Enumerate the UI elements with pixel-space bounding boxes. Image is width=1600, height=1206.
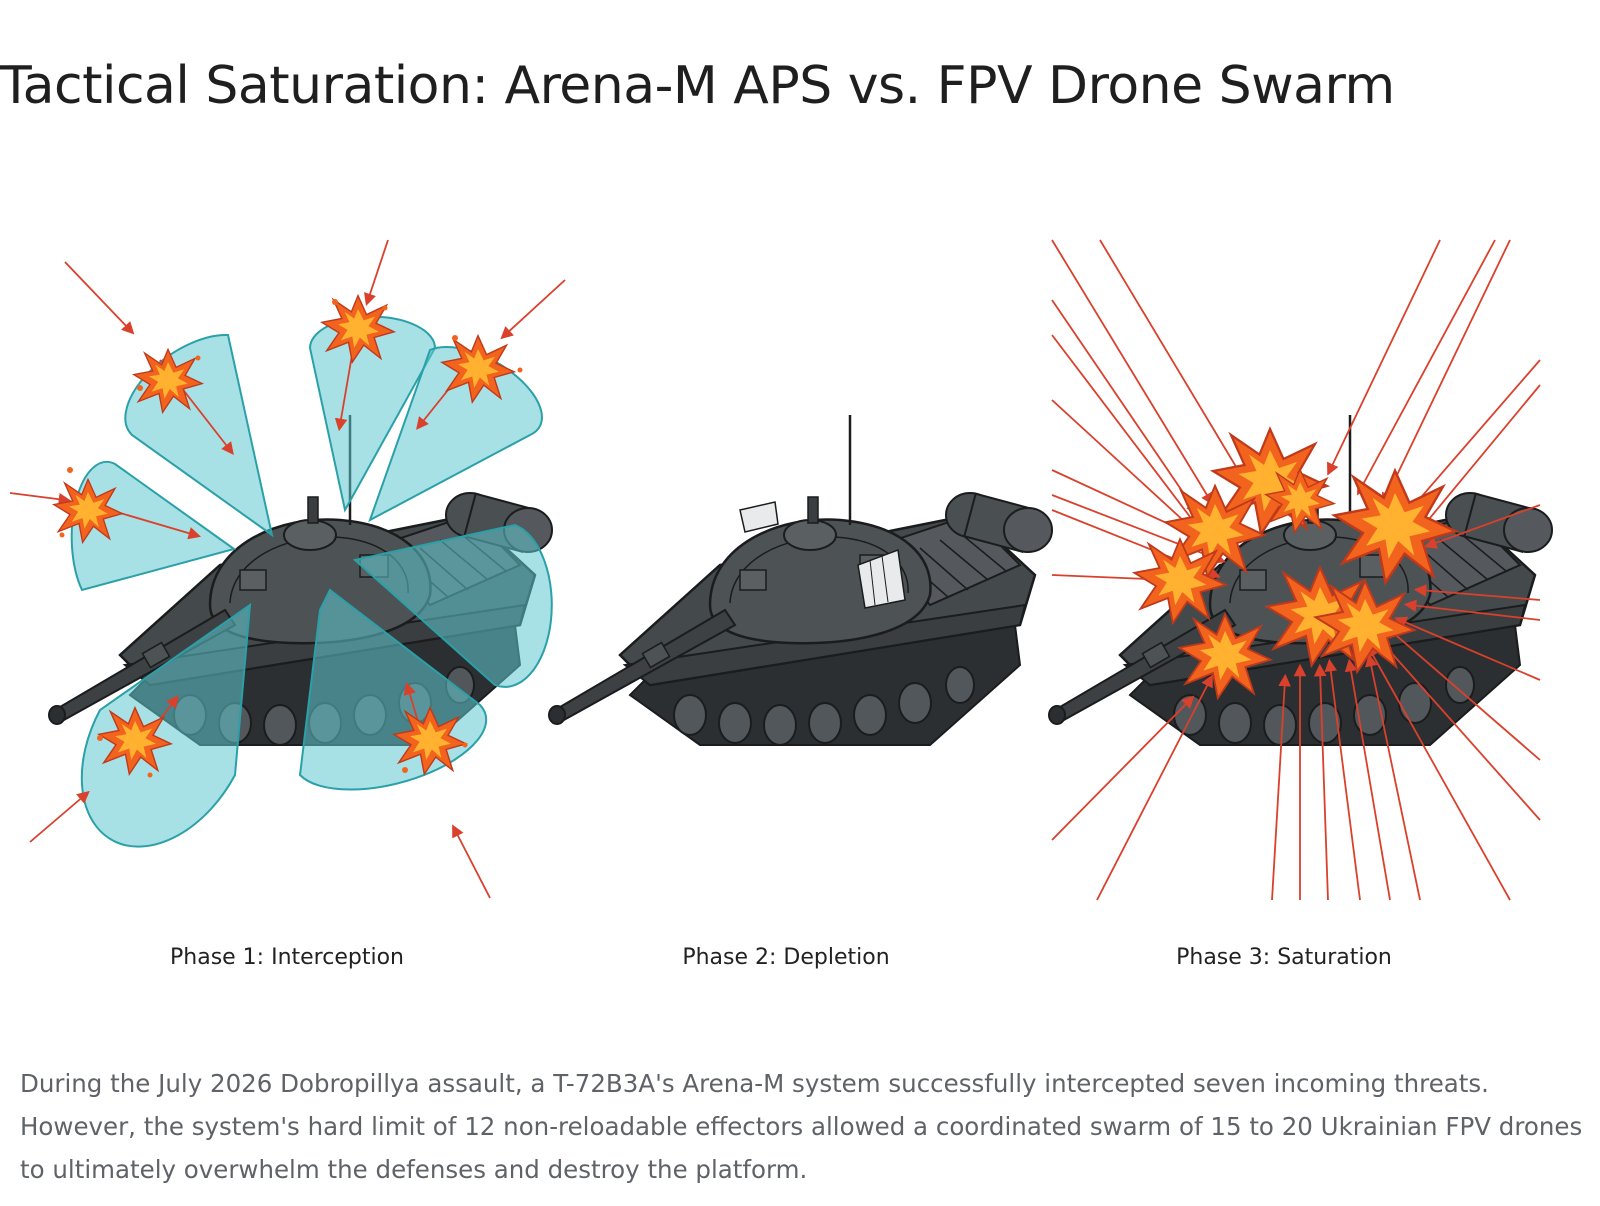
phase-label-1: Phase 1: Interception [170, 945, 404, 970]
phase-1-panel [9, 239, 566, 899]
figure-caption: During the July 2026 Dobropillya assault… [20, 1069, 1583, 1184]
tank-icon [547, 413, 1054, 747]
drone-arrow-icon [9, 239, 566, 899]
page-title: Tactical Saturation: Arena-M APS vs. FPV… [0, 56, 1395, 116]
phase-2-panel [547, 413, 1054, 747]
phase-label-3: Phase 3: Saturation [1176, 945, 1392, 970]
drone-arrow-icon [1051, 239, 1541, 901]
spent-launcher-icon [739, 501, 906, 609]
aps-phases-illustration [9, 239, 1554, 901]
phase-3-panel [1047, 239, 1554, 901]
phase-label-2: Phase 2: Depletion [682, 945, 890, 970]
